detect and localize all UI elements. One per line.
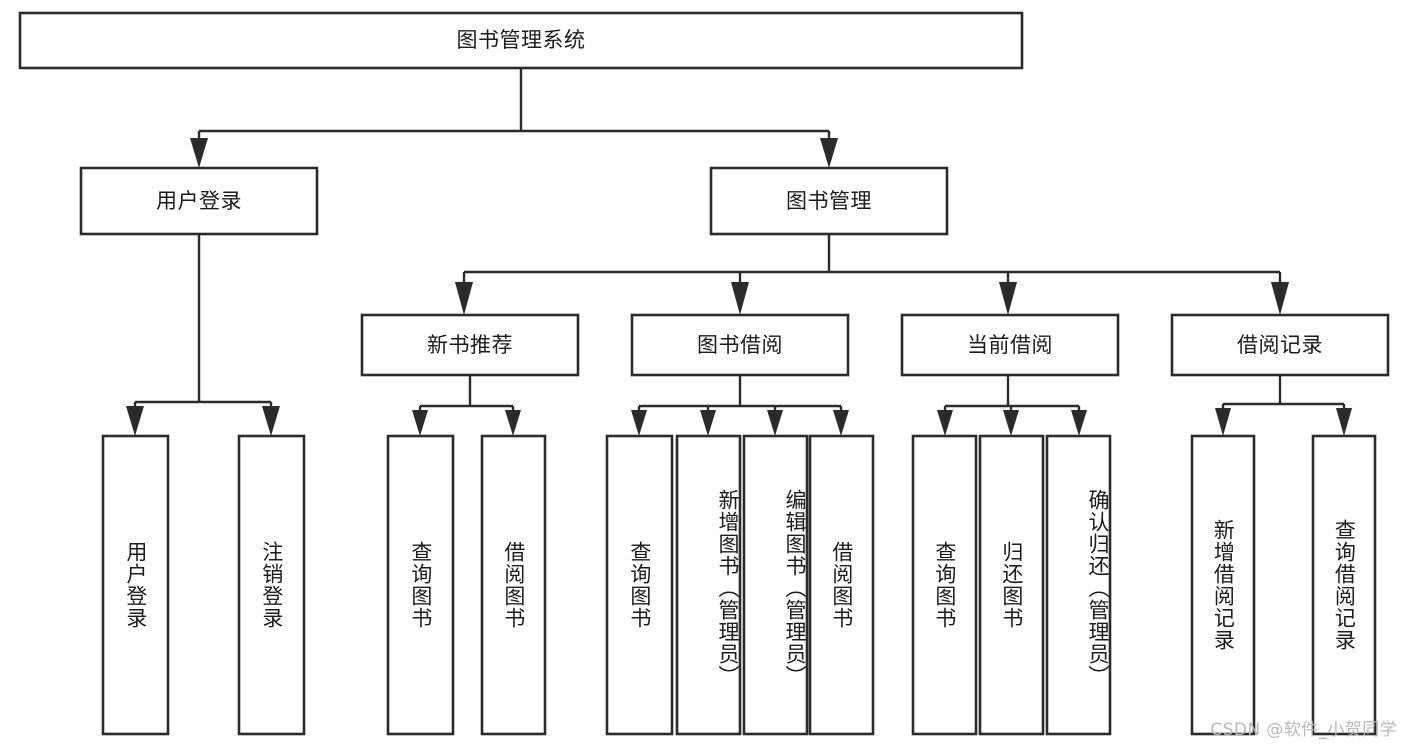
arrow-head-leaf-return-book <box>1003 410 1019 436</box>
connector-group-current-borrow <box>937 375 1087 436</box>
node-box-leaf-add-borrow-record[interactable] <box>1190 434 1256 736</box>
connector-group-user-login <box>126 234 280 436</box>
node-box-leaf-query-borrow-record[interactable] <box>1311 434 1377 736</box>
node-box-leaf-query-book-2[interactable] <box>605 434 674 736</box>
node-box-leaf-borrow-book-2[interactable] <box>808 434 875 736</box>
node-box-leaf-borrow-book-1[interactable] <box>480 434 547 736</box>
arrow-head-leaf-edit-book <box>767 410 783 436</box>
node-box-user-login[interactable] <box>79 166 319 236</box>
connector-group-book-manage <box>455 234 1289 315</box>
connector-group-root <box>190 68 838 168</box>
arrow-head-leaf-query-borrow-record <box>1336 408 1352 436</box>
arrow-head-book-borrow <box>731 282 749 315</box>
node-box-leaf-logout-login[interactable] <box>237 434 306 736</box>
arrow-head-leaf-borrow-book-1 <box>505 410 521 436</box>
node-box-borrow-record[interactable] <box>1170 313 1390 377</box>
arrow-head-book-manage <box>820 138 838 168</box>
connector-group-book-borrow <box>631 375 849 436</box>
arrow-head-leaf-borrow-book-2 <box>833 410 849 436</box>
connector-group-new-book-recommend <box>412 375 521 436</box>
node-box-current-borrow[interactable] <box>900 313 1120 377</box>
node-box-new-book-recommend[interactable] <box>360 313 580 377</box>
node-box-leaf-user-login[interactable] <box>101 434 170 736</box>
arrow-head-leaf-add-borrow-record <box>1215 408 1231 436</box>
node-box-leaf-return-book[interactable] <box>978 434 1045 736</box>
arrow-head-leaf-user-login <box>126 406 144 436</box>
node-box-leaf-confirm-return[interactable] <box>1045 434 1112 736</box>
node-box-leaf-edit-book[interactable] <box>742 434 809 736</box>
arrow-head-leaf-query-book-2 <box>631 410 647 436</box>
node-box-leaf-query-book-3[interactable] <box>911 434 978 736</box>
node-box-root[interactable] <box>18 11 1024 70</box>
connector-group-borrow-record <box>1215 375 1352 436</box>
arrow-head-current-borrow <box>999 282 1017 315</box>
arrow-head-leaf-logout-login <box>262 406 280 436</box>
arrow-head-borrow-record <box>1271 282 1289 315</box>
arrow-head-leaf-confirm-return <box>1071 410 1087 436</box>
arrow-head-user-login <box>190 138 208 168</box>
node-box-leaf-query-book-1[interactable] <box>386 434 455 736</box>
arrow-head-new-book-recommend <box>455 282 473 315</box>
node-box-book-manage[interactable] <box>709 166 949 236</box>
node-box-leaf-add-book[interactable] <box>675 434 742 736</box>
arrow-head-leaf-add-book <box>700 410 716 436</box>
node-box-book-borrow[interactable] <box>630 313 850 377</box>
watermark-text: CSDN @软件_小贺同学 <box>1210 720 1397 740</box>
arrow-head-leaf-query-book-1 <box>412 410 428 436</box>
arrow-head-leaf-query-book-3 <box>937 410 953 436</box>
